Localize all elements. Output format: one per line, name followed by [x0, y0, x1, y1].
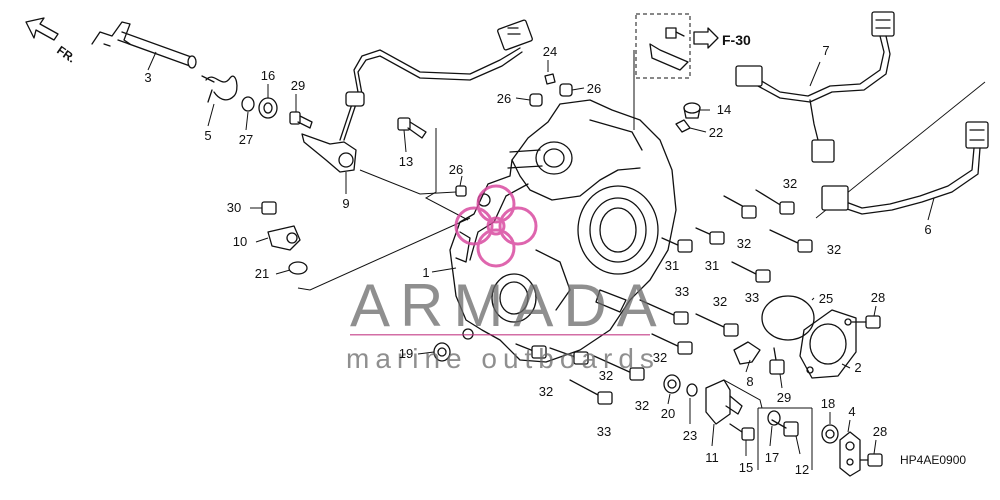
callout-7: 7	[822, 43, 829, 58]
callout-10: 10	[233, 234, 247, 249]
part-bolt-13	[397, 117, 427, 139]
callout-12: 12	[795, 462, 809, 477]
callout-32-d: 32	[713, 294, 727, 309]
callout-15: 15	[739, 460, 753, 475]
callout-18: 18	[821, 396, 835, 411]
watermark: ARMADA marine outboards	[346, 184, 667, 374]
part-dowel-pins	[455, 73, 573, 197]
callout-32-g: 32	[539, 384, 553, 399]
callout-28-b: 28	[873, 424, 887, 439]
callout-22: 22	[709, 125, 723, 140]
part-bolt-28	[851, 315, 883, 467]
part-wiring-harness-6	[821, 121, 989, 215]
part-shift-shaft	[91, 21, 197, 69]
reference-label: F-30	[722, 32, 751, 48]
part-flange-bolts	[515, 189, 813, 405]
callout-13: 13	[399, 154, 413, 169]
callout-17: 17	[765, 450, 779, 465]
part-washer	[241, 96, 255, 112]
callout-32-h: 32	[635, 398, 649, 413]
callout-2: 2	[854, 360, 861, 375]
callout-29-b: 29	[777, 390, 791, 405]
callout-21: 21	[255, 266, 269, 281]
part-guide	[733, 341, 761, 365]
callout-1: 1	[422, 265, 429, 280]
callout-32-c: 32	[827, 242, 841, 257]
front-direction-label: FR.	[54, 43, 78, 66]
part-speed-sensor	[261, 201, 308, 275]
callout-14: 14	[717, 102, 731, 117]
callout-11: 11	[705, 450, 719, 465]
callout-31-b: 31	[705, 258, 719, 273]
callout-28-a: 28	[871, 290, 885, 305]
callout-29-a: 29	[291, 78, 305, 93]
part-o-ring	[761, 295, 815, 341]
callout-16: 16	[261, 68, 275, 83]
callout-5: 5	[204, 128, 211, 143]
callout-33-a: 33	[745, 290, 759, 305]
callout-19: 19	[399, 346, 413, 361]
callout-9: 9	[342, 196, 349, 211]
leader-lines	[147, 50, 935, 470]
part-bracket	[821, 424, 861, 477]
part-wiring-harness-7	[735, 11, 895, 163]
callout-26-a: 26	[497, 91, 511, 106]
callout-8: 8	[746, 374, 753, 389]
front-direction-arrow: FR.	[25, 17, 78, 66]
callout-32-f: 32	[599, 368, 613, 383]
callout-26-c: 26	[449, 162, 463, 177]
part-gasket	[799, 309, 857, 379]
part-shift-sensor-harness	[301, 19, 533, 173]
diagram-code: HP4AE0900	[900, 453, 966, 467]
callout-6: 6	[924, 222, 931, 237]
callout-32-e: 32	[653, 350, 667, 365]
watermark-sub: marine outboards	[346, 343, 660, 374]
callout-23: 23	[683, 428, 697, 443]
callout-25: 25	[819, 291, 833, 306]
callout-27: 27	[239, 132, 253, 147]
reference-box-f30: F-30	[635, 13, 751, 79]
callout-32-a: 32	[783, 176, 797, 191]
part-bolt-29	[289, 111, 313, 129]
part-return-spring	[201, 75, 238, 103]
callout-4: 4	[848, 404, 855, 419]
callout-32-b: 32	[737, 236, 751, 251]
part-washers-and-bolts	[433, 342, 799, 441]
callout-24: 24	[543, 44, 557, 59]
callout-33-b: 33	[675, 284, 689, 299]
part-plug-and-clip	[675, 102, 701, 133]
callout-numbers: 1 2 3 4 5 6 7 8 9 10 11 12 13 14 15 16 1…	[144, 43, 931, 477]
callout-33-c: 33	[597, 424, 611, 439]
part-oil-seal	[258, 97, 278, 119]
part-bolt-29-lower	[769, 347, 785, 375]
callout-3: 3	[144, 70, 151, 85]
callout-30: 30	[227, 200, 241, 215]
part-crankcase-cover	[449, 99, 677, 363]
callout-20: 20	[661, 406, 675, 421]
watermark-main: ARMADA	[350, 272, 667, 339]
callout-26-b: 26	[587, 81, 601, 96]
callout-31-a: 31	[665, 258, 679, 273]
